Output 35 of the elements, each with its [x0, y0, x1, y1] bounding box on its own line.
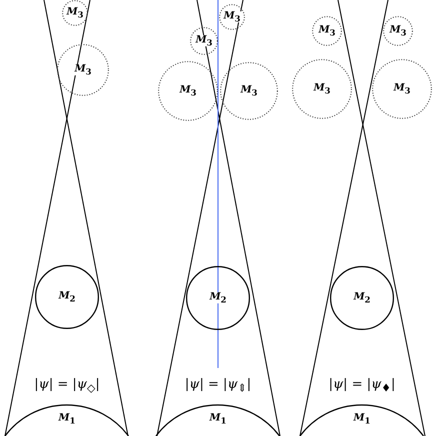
math-label: M$_{2}$: [208, 292, 228, 304]
math-label: M$_{3}$: [318, 25, 336, 37]
dotted-circle: [190, 27, 218, 55]
dotted-circle: [220, 62, 278, 120]
math-label: M$_{2}$: [352, 292, 372, 304]
equation-label: |ψ| = |ψ$_{◇}$|: [34, 377, 100, 395]
math-label: M$_{1}$: [208, 413, 228, 425]
math-label: M$_{3}$: [66, 7, 84, 19]
math-label: M$_{3}$: [388, 25, 408, 37]
math-label: M$_{3}$: [240, 85, 258, 97]
dotted-circle: [372, 59, 432, 119]
arc: [156, 405, 280, 436]
math-label: M$_{3}$: [178, 85, 198, 97]
arc: [5, 405, 129, 436]
circle: [35, 265, 99, 329]
circle: [186, 266, 250, 330]
dotted-circle: [57, 44, 109, 96]
math-label: M$_{3}$: [392, 83, 412, 95]
dotted-circle: [158, 61, 218, 121]
math-label: M$_{2}$: [58, 291, 76, 303]
math-label: M$_{3}$: [222, 11, 242, 23]
dotted-circle: [292, 59, 352, 119]
dotted-circle: [312, 16, 342, 46]
math-label: M$_{1}$: [352, 413, 372, 425]
circle: [330, 266, 394, 330]
arc: [300, 405, 424, 436]
dotted-circle: [383, 16, 413, 46]
dotted-circle: [62, 0, 88, 26]
dotted-circle: [219, 4, 245, 30]
math-label: M$_{3}$: [194, 35, 214, 47]
equation-label: |ψ| = |ψ$_{⇕}$|: [184, 377, 252, 395]
equation-label: |ψ| = |ψ$_{♦}$|: [328, 377, 396, 395]
math-label: M$_{3}$: [312, 83, 332, 95]
math-label: M$_{1}$: [58, 413, 76, 425]
math-label: M$_{3}$: [74, 64, 92, 76]
